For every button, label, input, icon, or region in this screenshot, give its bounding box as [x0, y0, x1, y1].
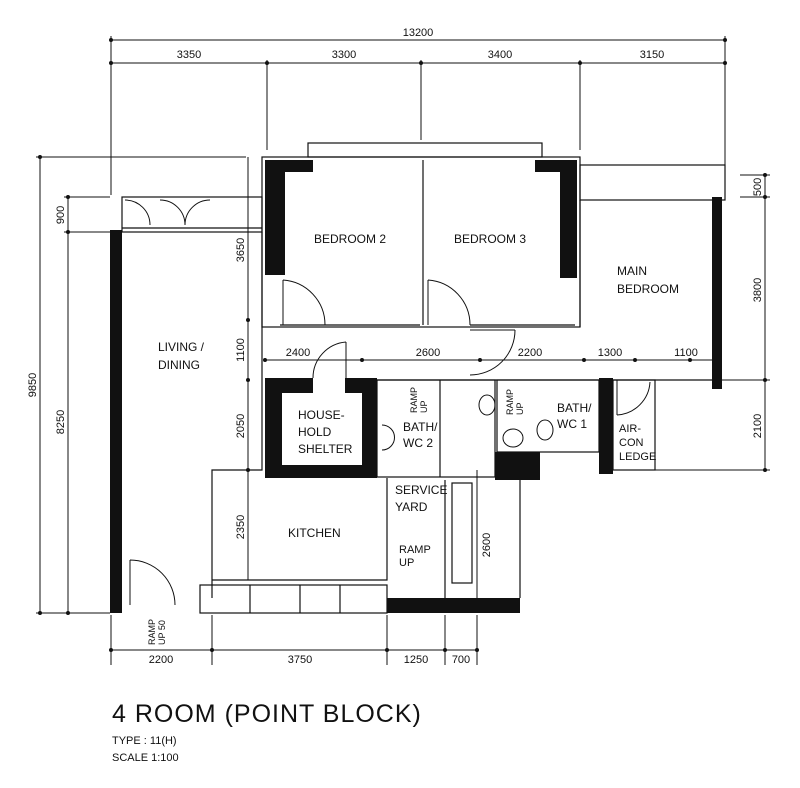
label-ramp-bath1-2: UP: [515, 402, 525, 415]
label-main-bedroom-1: MAIN: [617, 264, 647, 278]
label-bath1-2: WC 1: [557, 417, 587, 431]
label-aircon-1: AIR-: [619, 423, 641, 435]
dim-top-3: 3400: [488, 49, 512, 61]
label-ramp-entry-1: RAMP: [147, 619, 157, 645]
label-shelter-3: SHELTER: [298, 442, 353, 456]
label-kitchen: KITCHEN: [288, 526, 341, 540]
label-bath2-1: BATH/: [403, 420, 438, 434]
top-dimensions: 13200 3350 3300 3400 3150: [109, 27, 727, 195]
dim-mid-4: 1300: [598, 347, 622, 359]
room-labels: BEDROOM 2 BEDROOM 3 MAIN BEDROOM LIVING …: [147, 232, 679, 645]
dim-inner-2350: 2350: [235, 515, 247, 539]
bottom-dimensions: 2200 3750 1250 700: [109, 615, 479, 666]
label-ramp-bath2-1: RAMP: [409, 387, 419, 413]
plan-scale: SCALE 1:100: [112, 752, 179, 764]
dim-bottom-4: 700: [452, 654, 470, 666]
plan-type: TYPE : 11(H): [112, 735, 177, 747]
dim-bottom-2: 3750: [288, 654, 312, 666]
label-aircon-3: LEDGE: [619, 451, 656, 463]
label-bath2-2: WC 2: [403, 436, 433, 450]
dim-right-500: 500: [752, 178, 764, 196]
dim-left-total: 9850: [27, 373, 39, 397]
label-ramp-bath2-2: UP: [419, 400, 429, 413]
dim-left-900: 900: [55, 206, 67, 224]
dim-top-total: 13200: [403, 27, 434, 39]
plan-title: 4 ROOM (POINT BLOCK): [112, 700, 422, 728]
dim-mid-3: 2200: [518, 347, 542, 359]
label-main-bedroom-2: BEDROOM: [617, 282, 679, 296]
label-ramp-yard-1: RAMP: [399, 544, 431, 556]
dim-top-1: 3350: [177, 49, 201, 61]
dim-right-2100: 2100: [752, 414, 764, 438]
door-swings: [124, 199, 651, 606]
dim-right-3800: 3800: [752, 278, 764, 302]
label-bedroom-3: BEDROOM 3: [454, 232, 526, 246]
dim-top-2: 3300: [332, 49, 356, 61]
label-aircon-2: CON: [619, 437, 644, 449]
dim-inner-3650: 3650: [235, 238, 247, 262]
dim-bottom-1: 2200: [149, 654, 173, 666]
label-ramp-entry-2: UP 50: [157, 620, 167, 645]
dim-left-8250: 8250: [55, 410, 67, 434]
label-ramp-yard-2: UP: [399, 557, 414, 569]
dim-bottom-3: 1250: [404, 654, 428, 666]
label-living-1: LIVING /: [158, 340, 205, 354]
right-dimensions: 500 3800 2100: [655, 173, 770, 472]
label-living-2: DINING: [158, 358, 200, 372]
walls: [110, 142, 726, 614]
dim-inner-2050: 2050: [235, 414, 247, 438]
label-service-2: YARD: [395, 500, 428, 514]
dim-top-4: 3150: [640, 49, 664, 61]
middle-dimensions: 2400 2600 2200 1300 1100 2600: [263, 347, 720, 600]
dim-yard: 2600: [481, 533, 493, 557]
dim-mid-1: 2400: [286, 347, 310, 359]
dim-mid-2: 2600: [416, 347, 440, 359]
label-service-1: SERVICE: [395, 483, 447, 497]
left-dimensions: 9850 8250 900 3650 1100 2050 2350: [27, 155, 250, 615]
label-ramp-bath1-1: RAMP: [505, 389, 515, 415]
label-shelter-1: HOUSE-: [298, 408, 345, 422]
label-bath1-1: BATH/: [557, 401, 592, 415]
dim-mid-5: 1100: [674, 347, 698, 359]
label-shelter-2: HOLD: [298, 425, 332, 439]
dim-inner-1100: 1100: [235, 338, 247, 362]
label-bedroom-2: BEDROOM 2: [314, 232, 386, 246]
fixtures: [381, 394, 554, 451]
